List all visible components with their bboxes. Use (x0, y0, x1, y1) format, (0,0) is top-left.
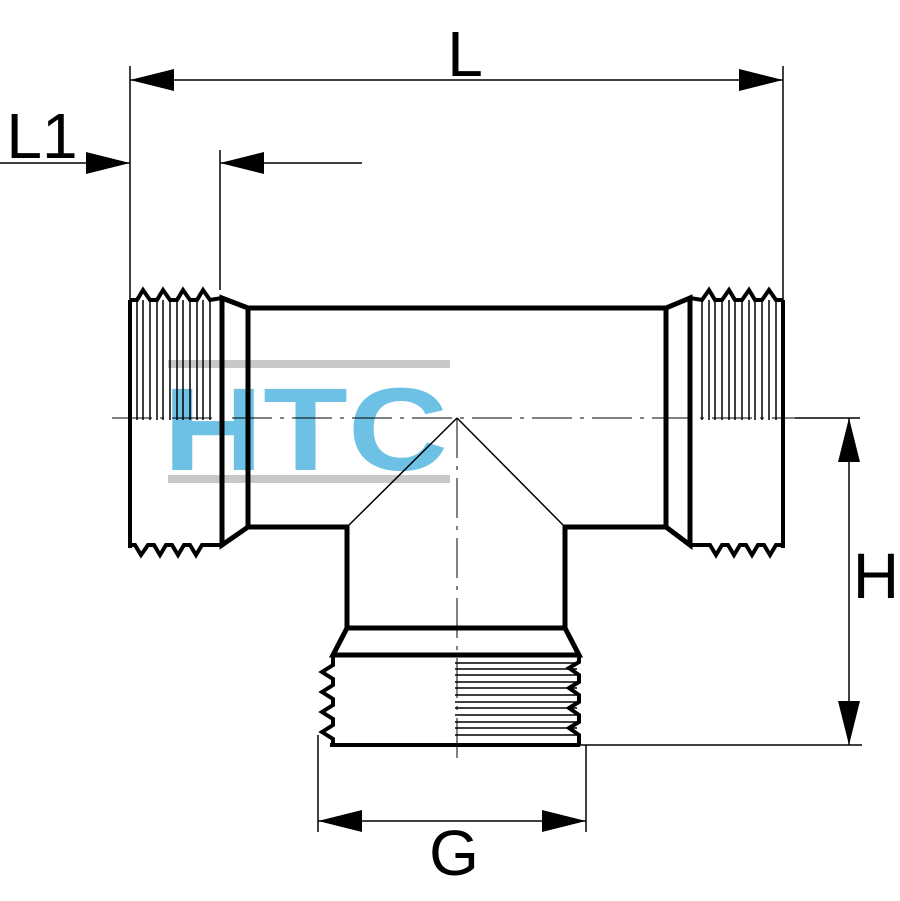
cone-line-right (456, 417, 566, 528)
tee-body (219, 294, 693, 658)
bottom-thread-lines (455, 662, 577, 736)
dimension-label-l: L (447, 18, 483, 90)
arrowhead-right (739, 69, 783, 91)
logo-bar-top (168, 360, 450, 368)
htc-watermark-logo: HTC (163, 360, 450, 496)
bottom-collar (328, 626, 584, 658)
right-thread-lines (701, 300, 777, 420)
left-thread-bottom-teeth (130, 543, 222, 559)
right-thread-end (689, 286, 785, 559)
dimension-l (129, 66, 784, 300)
dimension-label-l1: L1 (6, 100, 77, 172)
bottom-thread-left-teeth (318, 655, 335, 745)
arrowhead-h-bottom (838, 701, 860, 745)
right-thread-top-teeth (689, 286, 783, 303)
cone-line-left (346, 417, 458, 528)
left-thread-top-teeth (130, 286, 223, 303)
inner-cone (346, 417, 566, 528)
dimension-label-h: H (853, 540, 899, 612)
arrowhead-l1-left (220, 152, 264, 174)
arrowhead-g-right (542, 810, 586, 832)
left-collar (219, 294, 250, 550)
logo-bar-bottom (168, 475, 450, 483)
right-thread-bottom-teeth (690, 543, 783, 559)
arrowhead-g-left (318, 810, 362, 832)
left-thread-end (128, 286, 223, 559)
dimension-label-g: G (429, 817, 479, 889)
arrowhead-l1-right (86, 152, 130, 174)
dimension-h (580, 417, 862, 746)
left-thread-lines (136, 300, 211, 420)
dimension-g (317, 735, 587, 832)
right-collar (664, 294, 693, 550)
arrowhead-h-top (838, 418, 860, 462)
logo-text: HTC (163, 364, 448, 496)
arrowhead-left (130, 69, 174, 91)
